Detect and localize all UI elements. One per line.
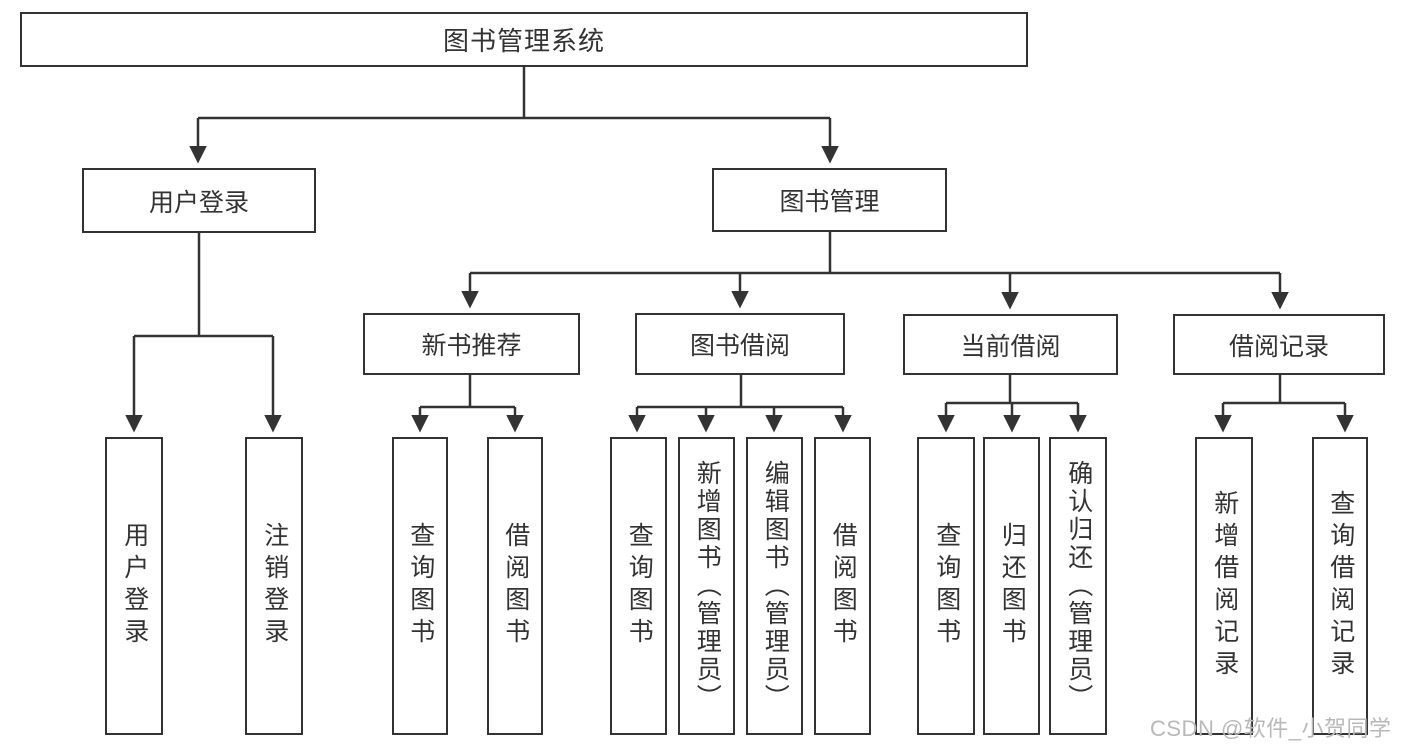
- leaf-nbr-borrow-books-label: 借阅图书: [501, 522, 530, 650]
- leaf-br-add-record-label: 新增借阅记录: [1210, 490, 1239, 682]
- edge-borrowing-records-stem: [1223, 375, 1345, 405]
- node-book-management: 图书管理: [712, 168, 947, 232]
- leaf-cb-confirm-return-admin-label: 确认归还（管理员）: [1064, 460, 1093, 712]
- leaf-bb-query-books-label: 查询图书: [625, 522, 654, 650]
- leaf-nbr-query-books: 查询图书: [392, 437, 448, 735]
- leaf-user-login-label: 用户登录: [120, 522, 149, 650]
- leaf-cb-query-books: 查询图书: [917, 437, 975, 735]
- leaf-nbr-query-books-label: 查询图书: [406, 522, 435, 650]
- leaf-nbr-borrow-books: 借阅图书: [487, 437, 543, 735]
- node-borrowing-records-label: 借阅记录: [1228, 332, 1329, 361]
- leaf-bb-borrow-books: 借阅图书: [814, 437, 871, 735]
- leaf-bb-add-books-admin-label: 新增图书（管理员）: [693, 460, 722, 712]
- edge-user-login-stem: [134, 233, 273, 338]
- node-system-title-label: 图书管理系统: [442, 26, 605, 56]
- node-book-management-label: 图书管理: [779, 188, 880, 216]
- node-book-borrowing: 图书借阅: [635, 313, 845, 375]
- node-system-title: 图书管理系统: [20, 12, 1028, 67]
- edge-book-management-stem: [470, 232, 1280, 275]
- leaf-bb-edit-books-admin: 编辑图书（管理员）: [746, 437, 803, 735]
- leaf-br-query-record-label: 查询借阅记录: [1326, 490, 1355, 682]
- leaf-bb-add-books-admin: 新增图书（管理员）: [678, 437, 735, 735]
- leaf-user-login: 用户登录: [105, 437, 163, 735]
- edge-root-stem: [198, 67, 830, 120]
- leaf-bb-edit-books-admin-label: 编辑图书（管理员）: [761, 460, 790, 712]
- node-current-borrowing: 当前借阅: [903, 314, 1118, 375]
- node-user-login: 用户登录: [82, 168, 316, 233]
- leaf-cb-confirm-return-admin: 确认归还（管理员）: [1049, 437, 1107, 735]
- leaf-cb-return-books-label: 归还图书: [998, 522, 1027, 650]
- node-new-book-recommendation: 新书推荐: [363, 313, 580, 375]
- leaf-cb-query-books-label: 查询图书: [932, 522, 961, 650]
- leaf-br-query-record: 查询借阅记录: [1312, 437, 1368, 735]
- leaf-cb-return-books: 归还图书: [983, 437, 1040, 735]
- leaf-logout: 注销登录: [245, 437, 303, 735]
- node-current-borrowing-label: 当前借阅: [960, 332, 1061, 361]
- edge-book-borrowing-stem: [637, 375, 843, 409]
- node-borrowing-records: 借阅记录: [1173, 314, 1385, 375]
- leaf-br-add-record: 新增借阅记录: [1195, 437, 1253, 735]
- leaf-bb-borrow-books-label: 借阅图书: [829, 522, 858, 650]
- leaf-logout-label: 注销登录: [260, 522, 289, 650]
- csdn-watermark: CSDN @软件_小贺同学: [1150, 716, 1392, 741]
- edge-current-borrowing-stem: [946, 375, 1078, 405]
- node-book-borrowing-label: 图书借阅: [689, 332, 790, 360]
- leaf-bb-query-books: 查询图书: [610, 437, 667, 735]
- node-new-book-recommendation-label: 新书推荐: [421, 332, 522, 360]
- node-user-login-label: 用户登录: [148, 188, 249, 217]
- edge-new-book-stem: [420, 375, 515, 409]
